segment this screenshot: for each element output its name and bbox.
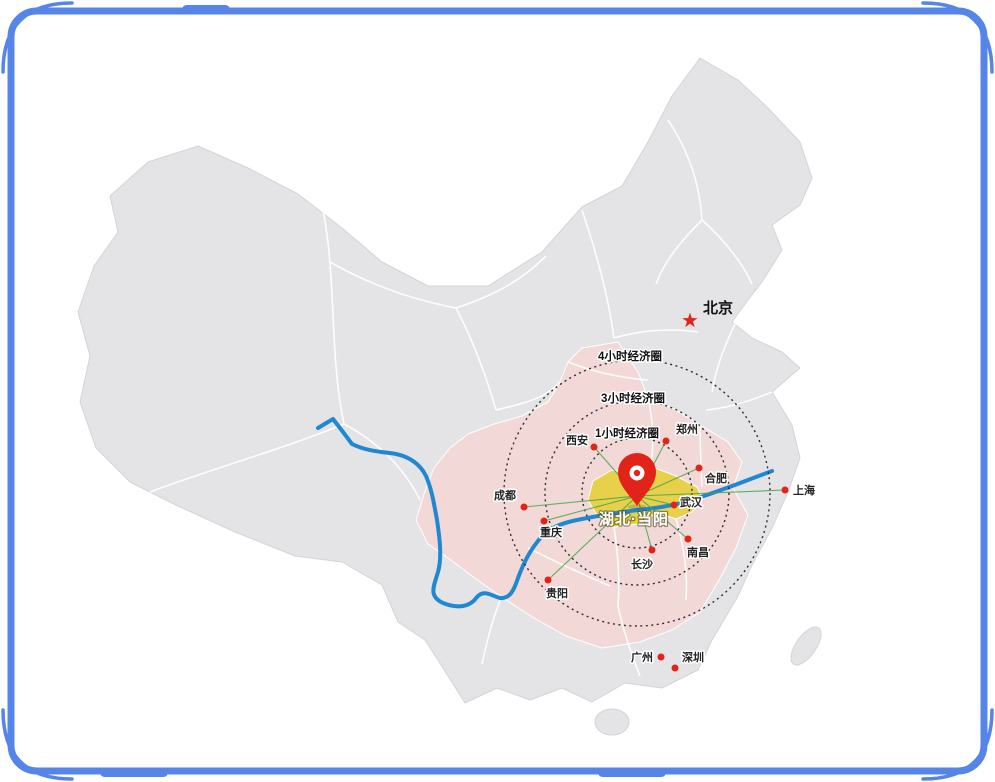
city-xian: 西安 <box>565 432 598 451</box>
capital-label: 北京 <box>703 299 733 317</box>
city-label: 西安 <box>566 433 588 447</box>
city-dot <box>590 443 598 451</box>
ring-1h <box>581 437 693 549</box>
capital-beijing: ★ 北京 <box>681 299 733 332</box>
city-changsha: 长沙 <box>630 546 656 573</box>
city-dot <box>695 464 703 472</box>
city-dot <box>540 517 548 525</box>
frame-tabs <box>100 5 666 777</box>
frame-tab-bottom-right <box>598 768 666 777</box>
city-shenzhen: 深圳 <box>671 649 706 672</box>
city-dot <box>544 576 552 584</box>
ring-label-1h: 1小时经济圈 <box>595 426 659 440</box>
frame-corner-top-left <box>1 1 74 74</box>
hainan-island <box>594 708 630 736</box>
city-shanghai: 上海 <box>781 482 817 499</box>
city-label: 武汉 <box>680 495 703 509</box>
city-dot <box>657 653 665 661</box>
city-label: 南昌 <box>687 545 709 559</box>
city-label: 合肥 <box>705 471 727 485</box>
star-icon: ★ <box>681 310 699 332</box>
city-label: 上海 <box>793 483 815 497</box>
yangtze-river <box>316 417 774 609</box>
city-chengdu: 成都 <box>493 487 528 511</box>
city-dot <box>670 501 678 509</box>
city-label: 郑州 <box>676 422 698 436</box>
frame-corner-bottom-right <box>921 708 994 781</box>
city-chongqing: 重庆 <box>539 517 564 541</box>
city-guiyang: 贵阳 <box>544 576 570 602</box>
taiwan-island <box>790 626 822 666</box>
city-label: 广州 <box>631 650 653 664</box>
frame-corner-bottom-left <box>1 708 74 781</box>
city-wuhan: 武汉 <box>670 494 704 511</box>
city-link-lines <box>523 440 786 581</box>
city-dot <box>648 546 656 554</box>
city-dot <box>520 503 528 511</box>
city-dot <box>671 664 679 672</box>
city-label: 长沙 <box>631 557 653 571</box>
ring-4h <box>503 359 771 627</box>
location-label: 湖北·当阳 <box>599 510 669 528</box>
economic-rings: 1小时经济圈 3小时经济圈 4小时经济圈 <box>503 348 771 627</box>
location-pin <box>618 453 656 510</box>
city-dot <box>684 535 692 543</box>
city-dot <box>662 437 670 445</box>
city-nanchang: 南昌 <box>684 535 711 561</box>
frame-tab-top <box>182 5 230 14</box>
city-dot <box>781 486 789 494</box>
frame-corner-top-right <box>921 1 994 74</box>
region-central-highlight <box>415 341 749 649</box>
city-label: 成都 <box>494 488 516 502</box>
frame-border <box>7 7 988 775</box>
ring-label-3h: 3小时经济圈 <box>601 391 665 405</box>
city-label: 贵阳 <box>546 586 568 600</box>
ring-label-4h: 4小时经济圈 <box>598 349 662 363</box>
ring-3h <box>544 400 730 586</box>
city-hefei: 合肥 <box>695 464 729 487</box>
city-zhengzhou: 郑州 <box>662 421 700 445</box>
pin-shadow <box>628 504 646 510</box>
frame-tab-bottom-left <box>100 768 168 777</box>
city-label: 深圳 <box>682 650 704 664</box>
city-guangzhou: 广州 <box>630 649 665 666</box>
pin-center-dot <box>633 469 641 477</box>
land-mass <box>77 57 822 736</box>
city-label: 重庆 <box>540 525 562 539</box>
province-borders <box>149 119 773 677</box>
cities: 西安 郑州 合肥 上海 成都 重庆 <box>493 421 817 672</box>
